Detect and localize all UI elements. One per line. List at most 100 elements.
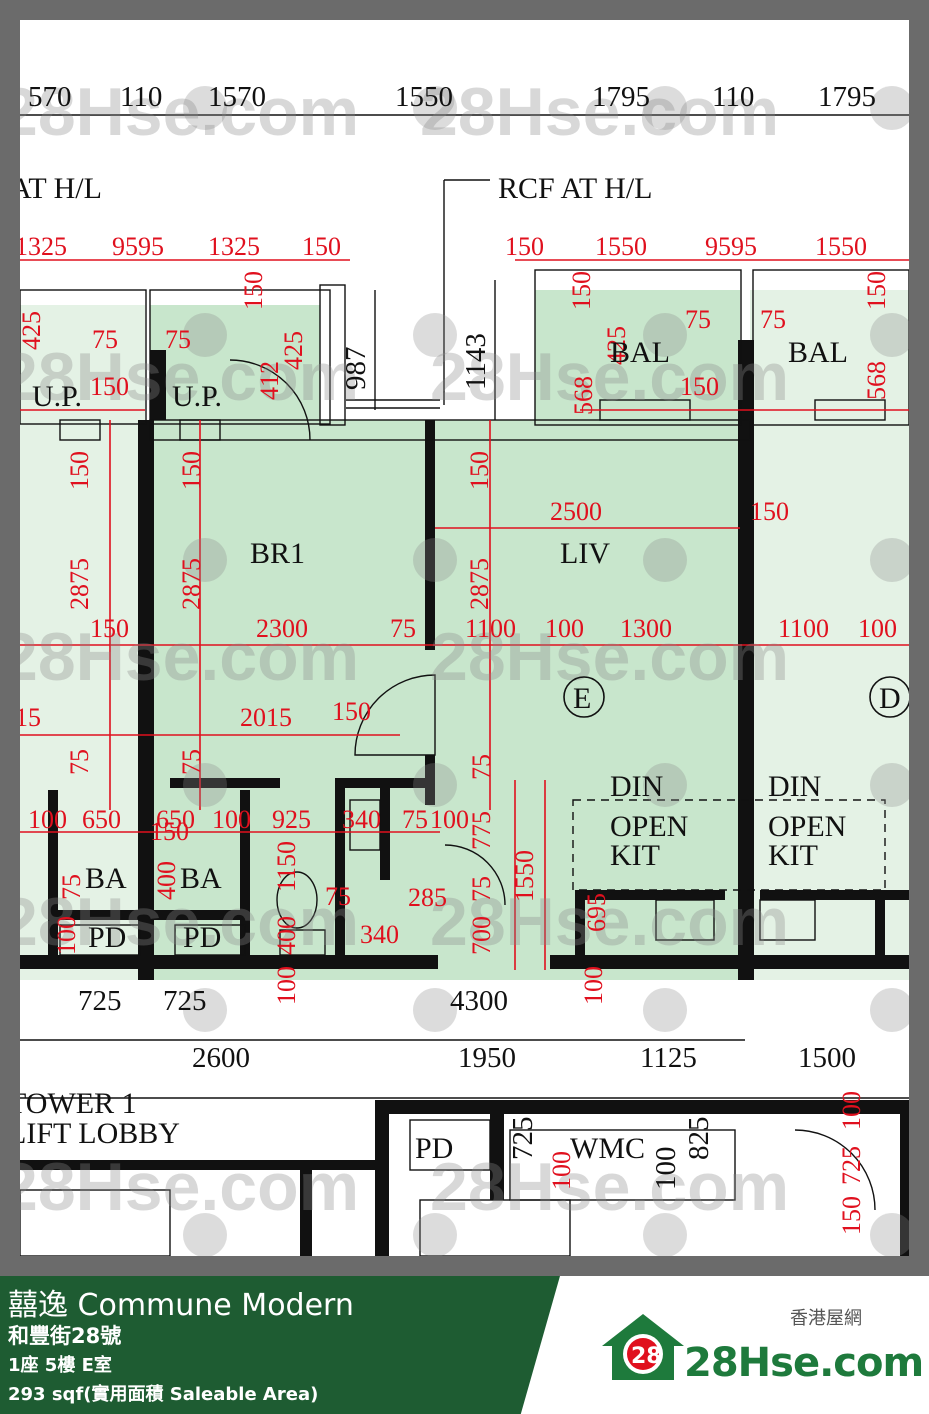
dim-label: 150	[177, 451, 206, 490]
dim-label: 425	[602, 326, 631, 365]
dim-label: 1100	[778, 614, 829, 643]
dim-label: 75	[165, 325, 191, 354]
dim-label: 1550	[395, 81, 453, 113]
dim-label: 9595	[705, 232, 757, 261]
info-panel: 囍逸 Commune Modern 和豐街28號 1座 5樓 E室 293 sq…	[0, 1276, 929, 1414]
dim-label: 825	[683, 1117, 715, 1161]
dim-label: 425	[279, 331, 308, 370]
svg-text:E: E	[573, 682, 591, 715]
watermark-house-icon	[413, 538, 457, 582]
dim-label: 2015	[240, 703, 292, 732]
walls	[20, 340, 909, 1256]
vertical-dimensions: 150 150 2875 2875 2875	[65, 451, 494, 610]
brand-name[interactable]: 28Hse.com	[684, 1340, 924, 1386]
unit-info: 1座 5樓 E室	[8, 1355, 112, 1376]
dim-label: 100	[212, 805, 251, 834]
watermark-house-icon	[643, 763, 687, 807]
dim-label: 150	[862, 271, 891, 310]
open-label: OPEN	[768, 810, 846, 843]
dim-label: 100	[52, 916, 81, 955]
dim-label: 1795	[592, 81, 650, 113]
dim-label: 100	[430, 805, 469, 834]
dim-label: 2875	[465, 558, 494, 610]
watermark-house-icon	[643, 86, 687, 130]
row-650-dimensions: 100 650 650 100 925 340 75	[28, 805, 428, 834]
dim-label: 75	[467, 754, 496, 780]
dim-label: 150	[465, 451, 494, 490]
dim-label: 425	[20, 311, 46, 350]
dim-label: 150	[567, 271, 596, 310]
dim-label: 987	[340, 347, 372, 391]
room-liv-label: LIV	[560, 537, 610, 570]
watermark-house-icon	[183, 1213, 227, 1256]
dim-label: 150	[680, 372, 719, 401]
bal-label: BAL	[788, 336, 848, 369]
dim-label: 100	[837, 1091, 866, 1130]
dim-label: 650	[156, 805, 195, 834]
watermark-text: 28Hse.com	[20, 74, 359, 150]
svg-text:D: D	[879, 682, 901, 715]
watermark-house-icon	[643, 988, 687, 1032]
floor-plan: 28Hse.com 28Hse.com 28Hse.com 28Hse.com …	[20, 74, 909, 1256]
pd-label: PD	[183, 921, 221, 954]
dim-label: 75	[685, 305, 711, 334]
dim-label: 1550	[815, 232, 867, 261]
din-label: DIN	[768, 770, 821, 803]
watermark-text: 28Hse.com	[430, 339, 789, 415]
pd-label: PD	[88, 921, 126, 954]
watermark-house-icon	[413, 988, 457, 1032]
wmc-label: WMC	[570, 1132, 645, 1165]
brand-house-icon: 28	[602, 1314, 684, 1380]
dim-label: 100	[272, 966, 301, 1005]
watermark-house-icon	[870, 1213, 909, 1256]
dim-label: 75	[65, 749, 94, 775]
dim-label: 1500	[798, 1042, 856, 1074]
up-label: U.P.	[32, 380, 82, 413]
dim-label: 150	[90, 372, 129, 401]
watermark-house-icon	[183, 86, 227, 130]
info-green-banner	[0, 1276, 560, 1414]
balcony-dimensions: 425 75 75 150 150 412 425 150 150 425 56…	[20, 271, 891, 490]
watermark-house-icon	[870, 763, 909, 807]
dim-label: 1300	[620, 614, 672, 643]
unit-e-marker: E	[563, 676, 605, 718]
watermark-house-icon	[643, 313, 687, 357]
dim-label: 100	[545, 614, 584, 643]
watermark-house-icon	[413, 763, 457, 807]
dim-label: 2500	[550, 497, 602, 526]
dim-label: 925	[272, 805, 311, 834]
pd-label: PD	[415, 1132, 453, 1165]
dim-label: 1795	[818, 81, 876, 113]
dim-label: 1570	[208, 81, 266, 113]
dim-label: 1550	[510, 850, 539, 902]
watermark-house-icon	[183, 988, 227, 1032]
dim-label: 1325	[208, 232, 260, 261]
watermark-house-icon	[183, 313, 227, 357]
dim-label: 775	[467, 811, 496, 850]
dim-label: 75	[57, 874, 86, 900]
dim-label: 2300	[256, 614, 308, 643]
dim-label: 150	[302, 232, 341, 261]
dim-label: 1125	[640, 1042, 697, 1074]
watermark-house-icon	[643, 538, 687, 582]
rcf-at-hl-label: RCF AT H/L	[498, 172, 653, 205]
dim-label: 75	[92, 325, 118, 354]
dim-label: 285	[408, 883, 447, 912]
dim-label: 725	[837, 1146, 866, 1185]
dim-label: 568	[569, 376, 598, 415]
kit-label: KIT	[610, 839, 660, 872]
bottom-dimension-row: 725 725 4300	[78, 985, 508, 1017]
ba-label: BA	[85, 862, 127, 895]
bal-label: BAL	[610, 336, 670, 369]
watermark-house-icon	[870, 538, 909, 582]
dim-label: 412	[255, 361, 284, 400]
watermark-text: 28Hse.com	[20, 619, 359, 695]
watermark-house-icon	[183, 763, 227, 807]
dim-label: 75	[390, 614, 416, 643]
dim-label: 150	[505, 232, 544, 261]
dim-label: 150	[65, 451, 94, 490]
dim-label: 0	[20, 614, 21, 643]
street-address: 和豐街28號	[8, 1324, 122, 1348]
dim-label: 100	[858, 614, 897, 643]
dim-label: 2600	[192, 1042, 250, 1074]
